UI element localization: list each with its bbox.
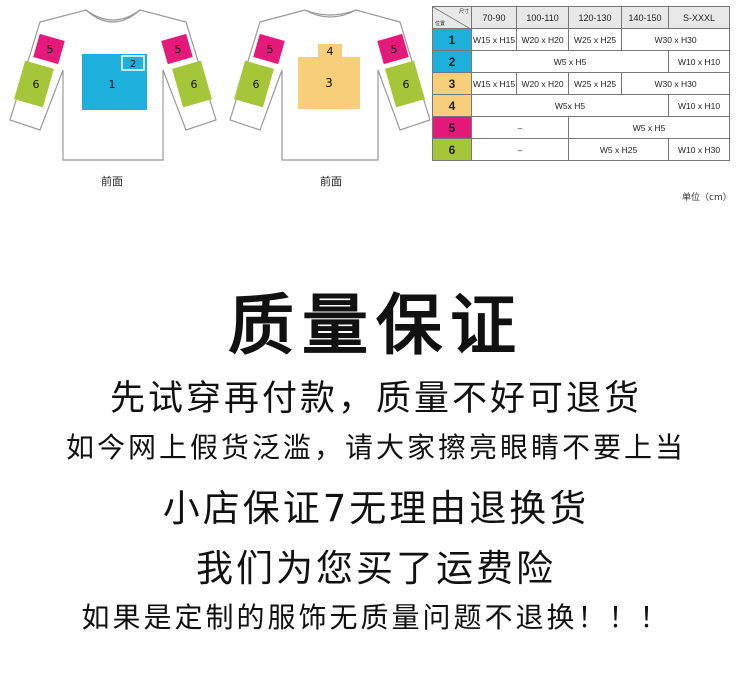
table-cell: W10 x H10 xyxy=(668,50,731,73)
guarantee-line-1: 先试穿再付款，质量不好可退货 xyxy=(109,379,642,419)
table-cell: – xyxy=(470,138,570,161)
front-left-sleeve-area-6 xyxy=(14,60,54,108)
position-cell: 4 xyxy=(432,94,472,117)
label-1: 1 xyxy=(109,78,116,91)
back-right-sleeve-area-5 xyxy=(377,33,409,65)
back-label-6-left: 6 xyxy=(253,78,260,91)
table-cell: W10 x H10 xyxy=(668,94,731,117)
back-label-6-right: 6 xyxy=(403,78,410,91)
table-row: 5 – W5 x H5 xyxy=(432,116,731,139)
back-left-sleeve-area-6 xyxy=(234,60,274,108)
position-cell: 2 xyxy=(432,50,472,73)
shirt-placement-diagram: 1 2 5 6 5 6 4 3 5 6 5 6 xyxy=(9,9,430,161)
back-left-sleeve-area-5 xyxy=(253,33,285,65)
front-shirt: 1 2 5 6 5 6 xyxy=(9,9,217,161)
guarantee-line-4: 我们为您买了运费险 xyxy=(196,547,556,590)
position-cell: 1 xyxy=(432,28,472,51)
table-cell: W15 x H15 xyxy=(470,72,518,95)
size-header: 100-110 xyxy=(516,6,570,29)
size-table: 尺寸 位置 70-90 100-110 120-130 140-150 S-XX… xyxy=(432,6,731,161)
corner-top-label: 尺寸 xyxy=(458,9,469,15)
position-cell: 6 xyxy=(432,138,472,161)
front-print-area-2 xyxy=(121,55,145,71)
size-table-header-row: 尺寸 位置 70-90 100-110 120-130 140-150 S-XX… xyxy=(432,6,731,29)
label-2: 2 xyxy=(130,59,136,70)
back-print-area-3 xyxy=(298,57,360,109)
guarantee-line-3: 小店保证7无理由退换货 xyxy=(162,487,590,530)
size-header: S-XXXL xyxy=(668,6,731,29)
table-cell: W15 x H15 xyxy=(470,28,518,51)
size-header: 70-90 xyxy=(470,6,518,29)
position-cell: 5 xyxy=(432,116,472,139)
guarantee-line-5: 如果是定制的服饰无质量问题不退换！！！ xyxy=(81,601,671,634)
table-cell: W20 x H20 xyxy=(516,72,570,95)
guarantee-line-2: 如今网上假货泛滥，请大家擦亮眼睛不要上当 xyxy=(65,431,686,464)
front-caption: 前面 xyxy=(101,175,123,188)
table-cell: W30 x H30 xyxy=(621,28,731,51)
table-cell: – xyxy=(470,116,570,139)
unit-label: 单位（cm） xyxy=(682,193,732,203)
table-row: 6 – W5 x H25 W10 x H30 xyxy=(432,138,731,161)
table-row: 3 W15 x H15 W20 x H20 W25 x H25 W30 x H3… xyxy=(432,72,731,95)
table-cell: W5 x H25 xyxy=(568,138,670,161)
position-cell: 3 xyxy=(432,72,472,95)
table-cell: W25 x H25 xyxy=(568,28,623,51)
page-title: 质量保证 xyxy=(228,287,524,364)
size-table-corner: 尺寸 位置 xyxy=(432,6,472,29)
size-header: 120-130 xyxy=(568,6,623,29)
table-cell: W5 x H5 xyxy=(470,50,670,73)
label-5-left: 5 xyxy=(47,43,54,56)
table-cell: W10 x H30 xyxy=(668,138,731,161)
back-shirt: 4 3 5 6 5 6 xyxy=(229,9,430,161)
label-3: 3 xyxy=(325,76,333,90)
label-6-right: 6 xyxy=(191,78,198,91)
back-label-5-left: 5 xyxy=(267,43,274,56)
back-label-5-right: 5 xyxy=(391,43,398,56)
table-row: 2 W5 x H5 W10 x H10 xyxy=(432,50,731,73)
size-header: 140-150 xyxy=(621,6,670,29)
label-6-left: 6 xyxy=(33,78,40,91)
label-5-right: 5 xyxy=(175,43,182,56)
table-row: 4 W5x H5 W10 x H10 xyxy=(432,94,731,117)
table-cell: W5x H5 xyxy=(470,94,670,117)
front-right-sleeve-area-6 xyxy=(172,60,212,108)
table-row: 1 W15 x H15 W20 x H20 W25 x H25 W30 x H3… xyxy=(432,28,731,51)
label-4: 4 xyxy=(327,45,334,58)
back-print-area-4 xyxy=(318,44,342,58)
table-cell: W20 x H20 xyxy=(516,28,570,51)
front-right-sleeve-area-5 xyxy=(161,33,193,65)
table-cell: W25 x H25 xyxy=(568,72,623,95)
back-right-sleeve-area-6 xyxy=(385,60,425,108)
table-cell: W30 x H30 xyxy=(621,72,731,95)
corner-bottom-label: 位置 xyxy=(435,21,446,27)
table-cell: W5 x H5 xyxy=(568,116,731,139)
back-caption: 前面 xyxy=(320,175,342,188)
front-left-sleeve-area-5 xyxy=(33,33,65,65)
